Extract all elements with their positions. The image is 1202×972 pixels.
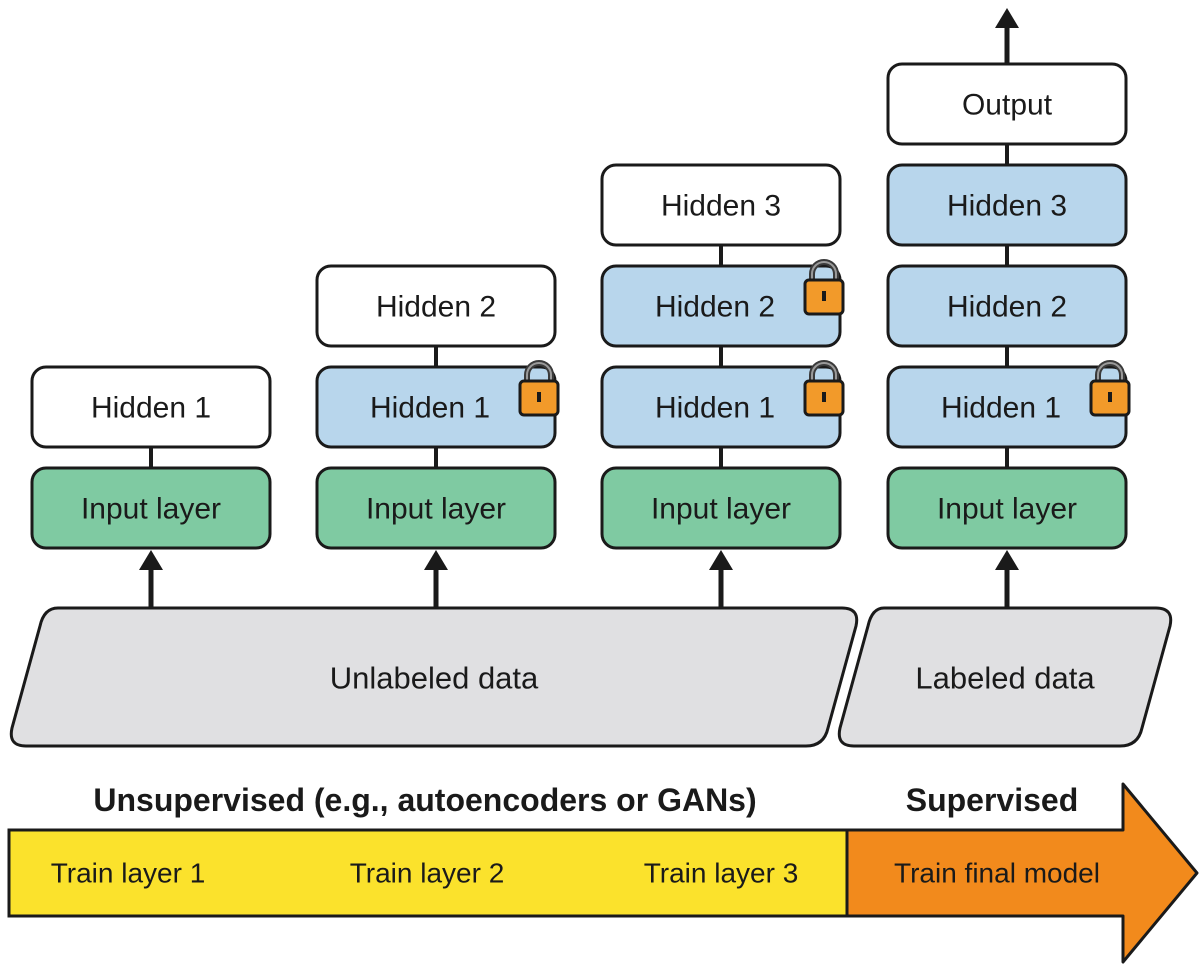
input-arrow bbox=[709, 550, 733, 608]
layer-label: Hidden 1 bbox=[91, 392, 211, 425]
layer-label: Hidden 1 bbox=[370, 392, 490, 425]
layer-box-bg bbox=[600, 163, 842, 247]
labeled-data-label: Labeled data bbox=[915, 661, 1095, 696]
unsupervised-heading: Unsupervised (e.g., autoencoders or GANs… bbox=[93, 782, 756, 818]
layer-box-input-layer: Input layer bbox=[600, 466, 842, 550]
layer-label: Input layer bbox=[81, 493, 221, 526]
layer-box-bg bbox=[886, 466, 1128, 550]
unsupervised-band bbox=[7, 828, 851, 918]
stack-stage-1: Input layer Hidden 1 bbox=[30, 365, 272, 608]
padlock-icon bbox=[518, 360, 560, 417]
input-arrow bbox=[424, 550, 448, 608]
padlock-icon bbox=[803, 259, 845, 316]
layer-box-output: Output bbox=[886, 62, 1128, 146]
step-train-layer-2: Train layer 2 bbox=[350, 858, 505, 889]
layer-box-bg bbox=[315, 466, 557, 550]
unlabeled-data-block bbox=[9, 606, 859, 748]
training-timeline: Train layer 1 Train layer 2 Train layer … bbox=[7, 782, 1199, 964]
phase-headings: Unsupervised (e.g., autoencoders or GANs… bbox=[93, 782, 1078, 818]
layer-box-hidden-3: Hidden 3 bbox=[600, 163, 842, 247]
layer-box-bg bbox=[886, 163, 1128, 247]
stack-stage-3: Input layer Hidden 1 Hidden 2 Hidden 3 bbox=[600, 163, 845, 608]
supervised-arrow bbox=[845, 782, 1199, 964]
layer-box-hidden-1: Hidden 1 bbox=[600, 360, 845, 449]
layer-box-input-layer: Input layer bbox=[30, 466, 272, 550]
layer-box-hidden-2: Hidden 2 bbox=[600, 259, 845, 348]
stack-stage-2: Input layer Hidden 1 Hidden 2 bbox=[315, 264, 560, 608]
layer-box-hidden-1: Hidden 1 bbox=[886, 360, 1131, 449]
layer-stacks: Input layer Hidden 1 Input layer Hidden 1 Hi… bbox=[30, 8, 1131, 608]
layer-label: Input layer bbox=[937, 493, 1077, 526]
layer-box-hidden-1: Hidden 1 bbox=[315, 360, 560, 449]
layer-box-bg bbox=[315, 264, 557, 348]
layer-box-hidden-1: Hidden 1 bbox=[30, 365, 272, 449]
layer-label: Output bbox=[962, 89, 1053, 122]
layer-box-hidden-2: Hidden 2 bbox=[886, 264, 1128, 348]
layer-label: Hidden 2 bbox=[376, 291, 496, 324]
step-train-layer-1: Train layer 1 bbox=[51, 858, 206, 889]
layer-box-hidden-3: Hidden 3 bbox=[886, 163, 1128, 247]
output-arrow bbox=[995, 8, 1019, 64]
layer-box-bg bbox=[30, 365, 272, 449]
data-blocks: Unlabeled data Labeled data bbox=[9, 606, 1173, 748]
input-arrow bbox=[995, 550, 1019, 608]
layer-box-bg bbox=[30, 466, 272, 550]
padlock-icon bbox=[1089, 360, 1131, 417]
layer-box-hidden-2: Hidden 2 bbox=[315, 264, 557, 348]
step-train-final-model: Train final model bbox=[894, 858, 1100, 889]
layer-label: Hidden 3 bbox=[947, 190, 1067, 223]
layer-label: Hidden 2 bbox=[655, 291, 775, 324]
labeled-data-block bbox=[837, 606, 1173, 748]
layer-box-input-layer: Input layer bbox=[315, 466, 557, 550]
supervised-heading: Supervised bbox=[906, 782, 1079, 818]
layer-box-bg bbox=[886, 264, 1128, 348]
layer-box-bg bbox=[600, 466, 842, 550]
input-arrow bbox=[139, 550, 163, 608]
layer-label: Hidden 3 bbox=[661, 190, 781, 223]
layer-box-input-layer: Input layer bbox=[886, 466, 1128, 550]
step-train-layer-3: Train layer 3 bbox=[644, 858, 799, 889]
stack-stage-4: Input layer Hidden 1 Hidden 2 Hidden 3 Outpu… bbox=[886, 8, 1131, 608]
layer-label: Hidden 1 bbox=[655, 392, 775, 425]
layer-label: Hidden 1 bbox=[941, 392, 1061, 425]
unlabeled-data-label: Unlabeled data bbox=[330, 661, 539, 696]
layer-label: Input layer bbox=[651, 493, 791, 526]
layer-label: Hidden 2 bbox=[947, 291, 1067, 324]
layer-label: Input layer bbox=[366, 493, 506, 526]
padlock-icon bbox=[803, 360, 845, 417]
